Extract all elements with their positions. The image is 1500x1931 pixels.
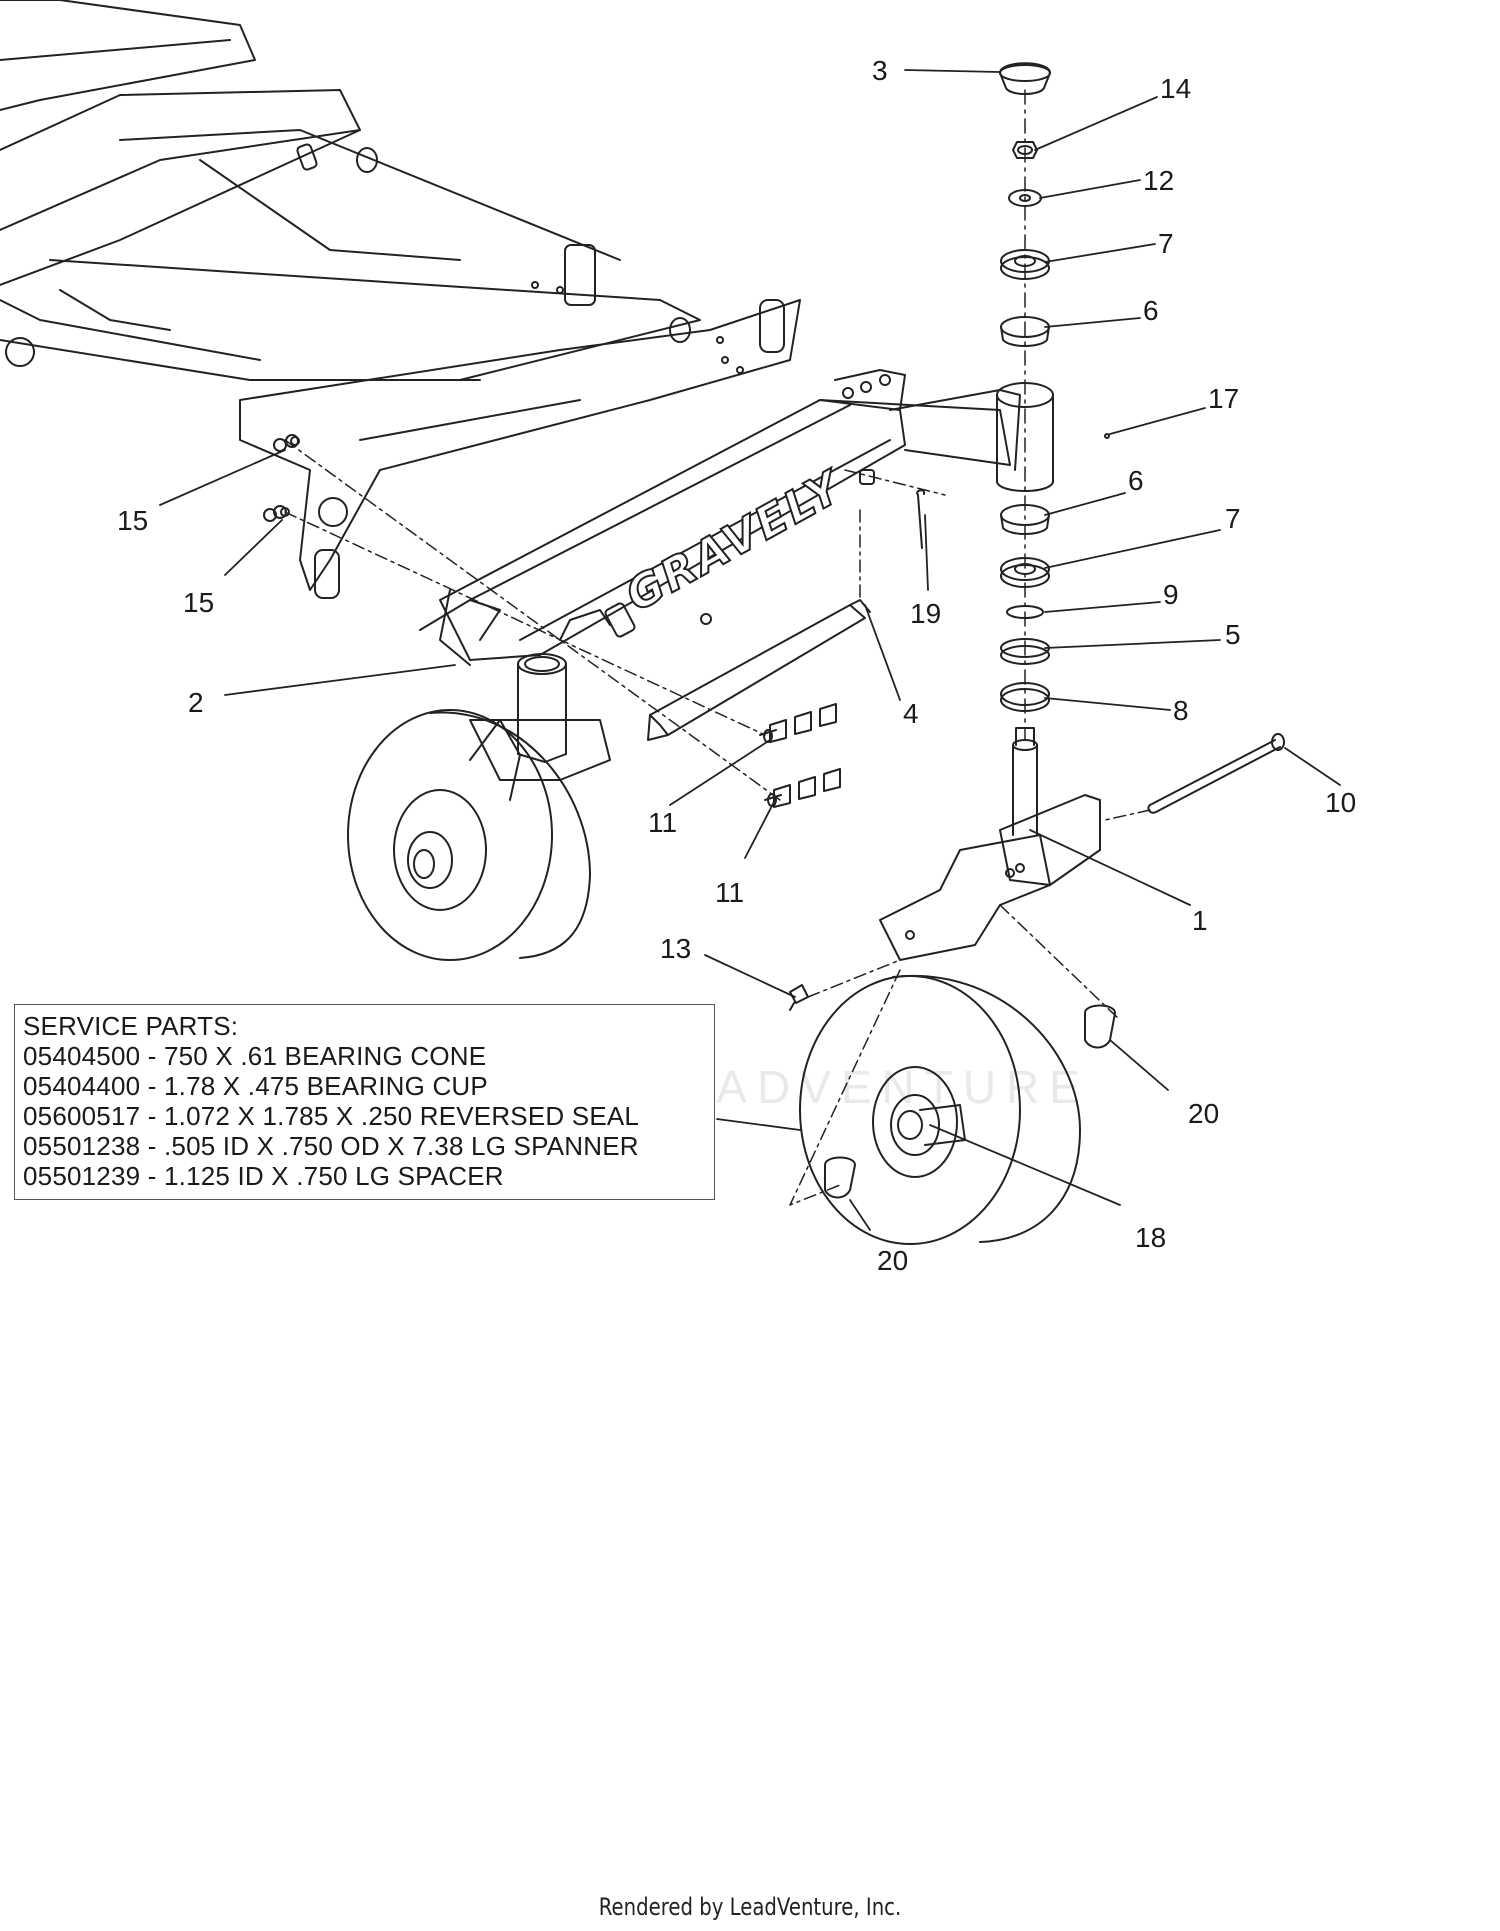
callout-11-lower: 11 bbox=[715, 877, 744, 908]
callout-2: 2 bbox=[188, 687, 204, 718]
callout-10: 10 bbox=[1325, 787, 1356, 818]
callout-5: 5 bbox=[1225, 619, 1241, 650]
callout-13: 13 bbox=[660, 933, 691, 964]
callout-11-upper: 11 bbox=[648, 807, 677, 838]
service-part-line: 05404400 - 1.78 X .475 BEARING CUP bbox=[23, 1071, 488, 1101]
callout-20-left: 20 bbox=[877, 1245, 908, 1276]
left-caster-tube bbox=[469, 653, 611, 781]
service-part-line: 05600517 - 1.072 X 1.785 X .250 REVERSED… bbox=[23, 1101, 640, 1131]
service-part-line: 05501239 - 1.125 ID X .750 LG SPACER bbox=[23, 1161, 504, 1191]
spacer-20-left bbox=[824, 1156, 856, 1199]
callout-6-upper: 6 bbox=[1143, 295, 1159, 326]
callout-12: 12 bbox=[1143, 165, 1174, 196]
service-parts-box: SERVICE PARTS: 05404500 - 750 X .61 BEAR… bbox=[14, 1004, 715, 1200]
callout-7-lower: 7 bbox=[1225, 503, 1241, 534]
nut-15-upper bbox=[290, 436, 300, 446]
callout-19: 19 bbox=[910, 598, 941, 629]
callout-20-right: 20 bbox=[1188, 1098, 1219, 1129]
gravely-logo: GRAVELY bbox=[618, 460, 853, 621]
callout-6-lower: 6 bbox=[1128, 465, 1144, 496]
right-bearing-stack bbox=[916, 62, 1110, 712]
grease-fitting bbox=[789, 984, 809, 1011]
service-parts-title: SERVICE PARTS: bbox=[23, 1011, 239, 1041]
axle-bolt bbox=[1147, 733, 1285, 814]
callout-4: 4 bbox=[903, 698, 919, 729]
nut-15-lower bbox=[280, 507, 290, 517]
callout-1: 1 bbox=[1192, 905, 1208, 936]
callout-8: 8 bbox=[1173, 695, 1189, 726]
callout-7-upper: 7 bbox=[1158, 228, 1174, 259]
callout-17: 17 bbox=[1208, 383, 1239, 414]
bolts-11 bbox=[759, 703, 841, 808]
callout-3: 3 bbox=[872, 55, 888, 86]
callout-14: 14 bbox=[1160, 73, 1191, 104]
callout-15-upper: 15 bbox=[117, 505, 148, 536]
service-part-line: 05404500 - 750 X .61 BEARING CONE bbox=[23, 1041, 487, 1071]
footer-credit: Rendered by LeadVenture, Inc. bbox=[598, 1893, 902, 1921]
right-wheel bbox=[799, 974, 1081, 1245]
callout-15-lower: 15 bbox=[183, 587, 214, 618]
service-part-line: 05501238 - .505 ID X .750 OD X 7.38 LG S… bbox=[23, 1131, 639, 1161]
right-caster-fork bbox=[879, 727, 1101, 961]
mower-frame bbox=[0, 0, 801, 599]
left-wheel bbox=[347, 709, 591, 961]
leader-lines bbox=[159, 69, 1341, 1231]
callout-18: 18 bbox=[1135, 1222, 1166, 1253]
exploded-view-paths bbox=[284, 439, 1151, 1206]
callout-9: 9 bbox=[1163, 579, 1179, 610]
